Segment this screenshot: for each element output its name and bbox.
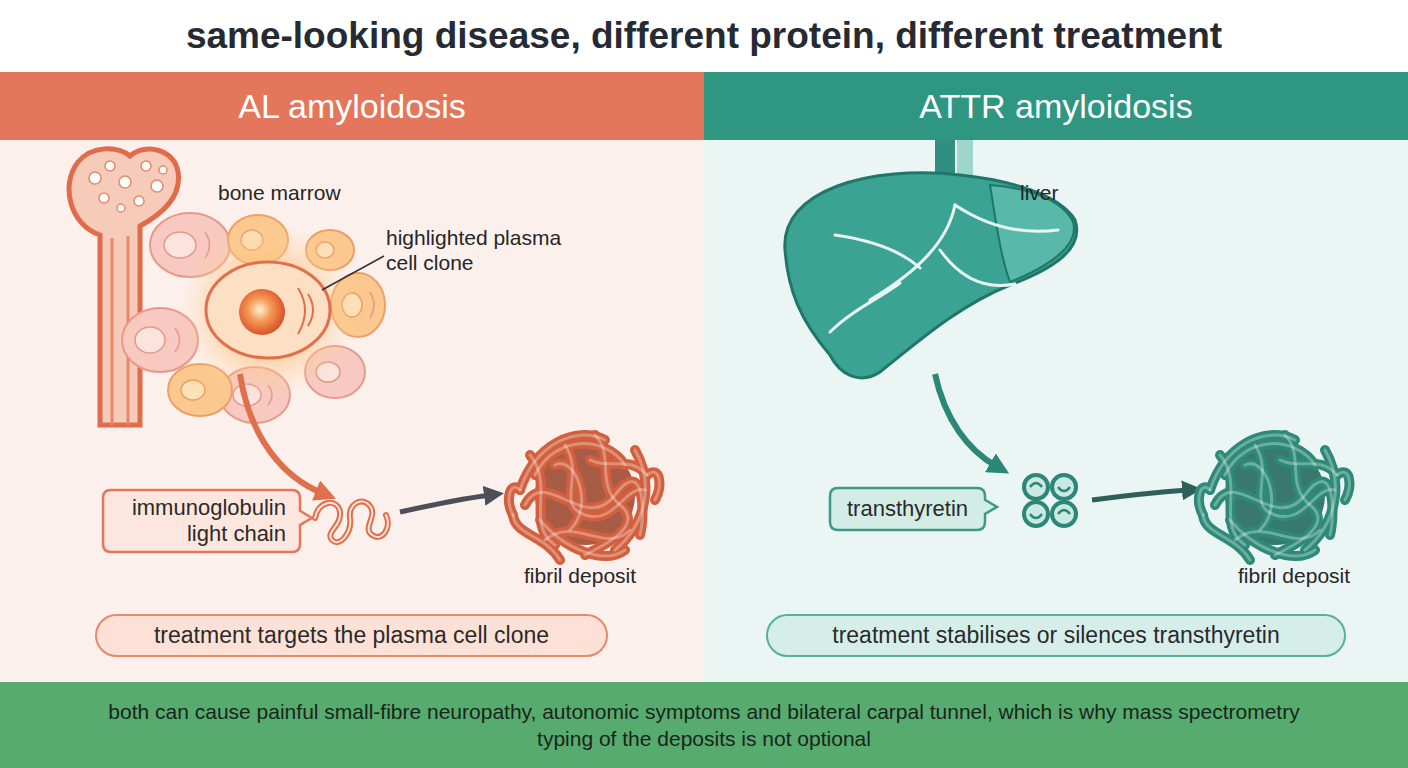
- callout-outline: [830, 488, 997, 530]
- callout-outline: [103, 490, 312, 552]
- node-text: treatment stabilises or silences transth…: [768, 616, 1344, 655]
- node-text: transthyretin: [830, 488, 985, 530]
- illustration-label: fibril deposit: [1238, 563, 1350, 588]
- node-text: immunoglobulin light chain: [103, 490, 300, 552]
- panel: AL amyloidosis immunoglobulin light chain…: [0, 72, 704, 682]
- footer-band: both can cause painful small-fibre neuro…: [0, 682, 1408, 768]
- panel-heading: ATTR amyloidosis: [704, 72, 1408, 140]
- panel: ATTR amyloidosis transthyretin treatment s…: [704, 72, 1408, 682]
- callout-box: transthyretin: [830, 488, 985, 530]
- panel-heading: AL amyloidosis: [0, 72, 704, 140]
- node-text: both can cause painful small-fibre neuro…: [0, 682, 1408, 768]
- treatment-pill: treatment stabilises or silences transth…: [766, 614, 1346, 657]
- illustration-label: fibril deposit: [524, 563, 636, 588]
- illustration-label: highlighted plasma cell clone: [386, 225, 571, 275]
- treatment-pill: treatment targets the plasma cell clone: [95, 614, 608, 657]
- illustration-label: bone marrow: [218, 180, 341, 205]
- node-text: treatment targets the plasma cell clone: [97, 616, 606, 655]
- diagram-title: same-looking disease, different protein,…: [0, 0, 1408, 72]
- callout-box: immunoglobulin light chain: [103, 490, 300, 552]
- illustration-label: liver: [1020, 180, 1059, 205]
